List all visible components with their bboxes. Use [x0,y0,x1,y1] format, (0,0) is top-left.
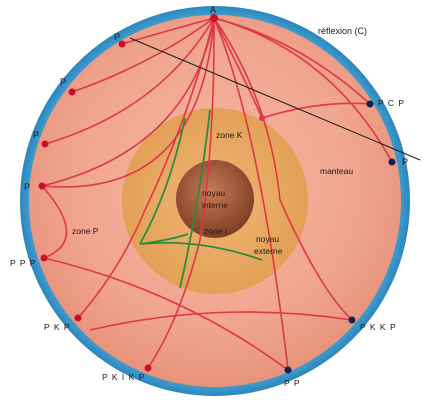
label-p-left-1: P [60,77,66,87]
ray-ppp [41,17,215,188]
ray-pkkp-2 [89,311,353,331]
stations [38,14,396,374]
label-pkkp: P K K P [360,322,397,332]
label-reflection: réflexion (C) [318,26,367,36]
ray-paths [41,17,393,371]
label-p-left-2: P [33,130,39,140]
station-source-a [210,14,218,22]
ray-pp-1 [43,257,289,371]
label-noyau-interne-2: interne [202,200,228,210]
reflection-line [129,37,421,161]
label-ppp: P P P [10,258,36,268]
label-noyau-externe-1: noyau [256,234,279,244]
inner-core-layer [176,160,254,238]
label-p-left-3: P [24,182,30,192]
station-pp [284,366,292,374]
station-ppp [40,254,48,262]
label-p-top: P [114,32,120,42]
ray-pkikp [147,17,215,369]
station-pkp [74,314,82,322]
label-pcp: P C P [378,98,405,108]
ray-p-left-1 [71,17,215,93]
label-zone-k: zone K [216,130,243,140]
ray-pp-2 [213,17,289,371]
label-pkp: P K P [44,322,71,332]
station-p-left-1 [68,88,76,96]
label-zone-i: zone I [204,226,227,236]
k-path-center [139,241,263,261]
ray-right-2 [213,17,371,105]
ray-pkp [77,17,215,319]
station-pkkp [348,316,356,324]
reflection-point [259,115,265,121]
label-p-right: P [402,157,408,167]
ray-p-top [121,17,215,45]
label-noyau-externe-2: externe [254,246,283,256]
station-pkikp [144,364,152,372]
label-manteau: manteau [320,166,353,176]
ray-ppp-2 [41,185,68,259]
station-pcp [366,100,374,108]
ray-pkkp [213,17,353,321]
station-p-top [118,40,126,48]
label-zone-p: zone P [72,226,99,236]
station-p-right [388,158,396,166]
label-pp: P P [284,378,301,388]
label-noyau-interne-1: noyau [202,188,225,198]
station-p-left-2 [41,140,49,148]
station-p-left-3 [38,182,46,190]
k-path-right [179,109,211,289]
label-source-a: A [210,5,216,15]
k-path-left [139,117,186,245]
ray-p-left-2 [44,17,215,145]
k-path-left-2 [139,233,189,245]
label-pkikp: P K I K P [102,372,145,382]
k-zone-paths [139,109,263,289]
